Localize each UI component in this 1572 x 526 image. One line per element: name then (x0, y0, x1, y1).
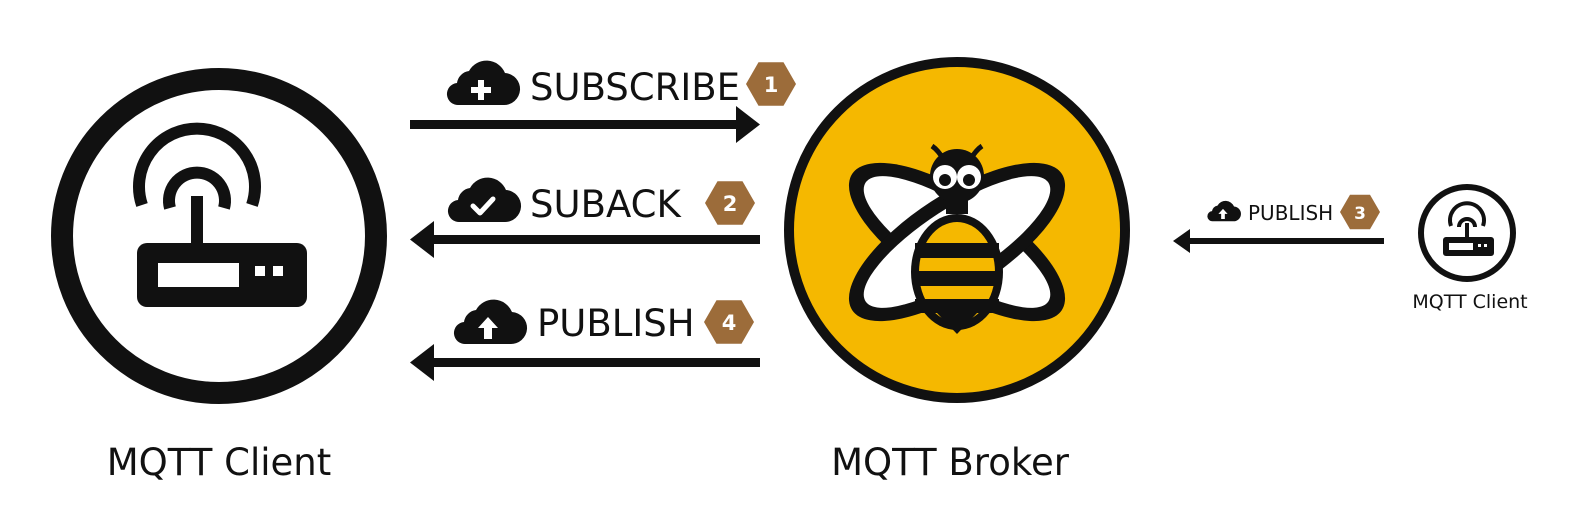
step-number: 3 (1354, 204, 1366, 224)
step-badge: 3 (1340, 194, 1380, 230)
step-number: 1 (764, 73, 779, 97)
router-icon (133, 122, 307, 307)
arrow-right (410, 106, 760, 143)
message-subscribe: SUBSCRIBE 1 (410, 60, 796, 143)
message-label: SUBACK (530, 183, 682, 226)
cloud-upload-icon (1207, 200, 1241, 222)
router-icon (1443, 201, 1494, 256)
cloud-upload-icon (453, 299, 528, 345)
left-client-circle (51, 68, 387, 404)
step-number: 2 (723, 192, 738, 216)
step-badge: 4 (704, 300, 754, 344)
arrow-left (1173, 229, 1384, 253)
arrow-left (410, 221, 760, 258)
right-client-node (1418, 184, 1516, 282)
right-client-label: MQTT Client (1412, 291, 1527, 313)
step-number: 4 (722, 311, 737, 335)
broker-node (784, 57, 1130, 403)
step-badge: 1 (746, 62, 796, 106)
arrow-left (410, 344, 760, 381)
message-label: PUBLISH (537, 302, 695, 345)
message-publish-from-publisher: PUBLISH 3 (1173, 194, 1384, 253)
cloud-check-icon (447, 177, 522, 223)
message-label: PUBLISH (1248, 201, 1333, 225)
step-badge: 2 (705, 181, 755, 225)
left-client-label: MQTT Client (107, 441, 331, 484)
broker-label: MQTT Broker (831, 441, 1070, 484)
bee-icon (848, 143, 1066, 334)
left-client-node (51, 68, 387, 404)
message-label: SUBSCRIBE (530, 66, 740, 109)
message-suback: SUBACK 2 (410, 177, 760, 258)
message-publish-to-subscriber: PUBLISH 4 (410, 299, 760, 381)
cloud-plus-icon (446, 60, 521, 106)
